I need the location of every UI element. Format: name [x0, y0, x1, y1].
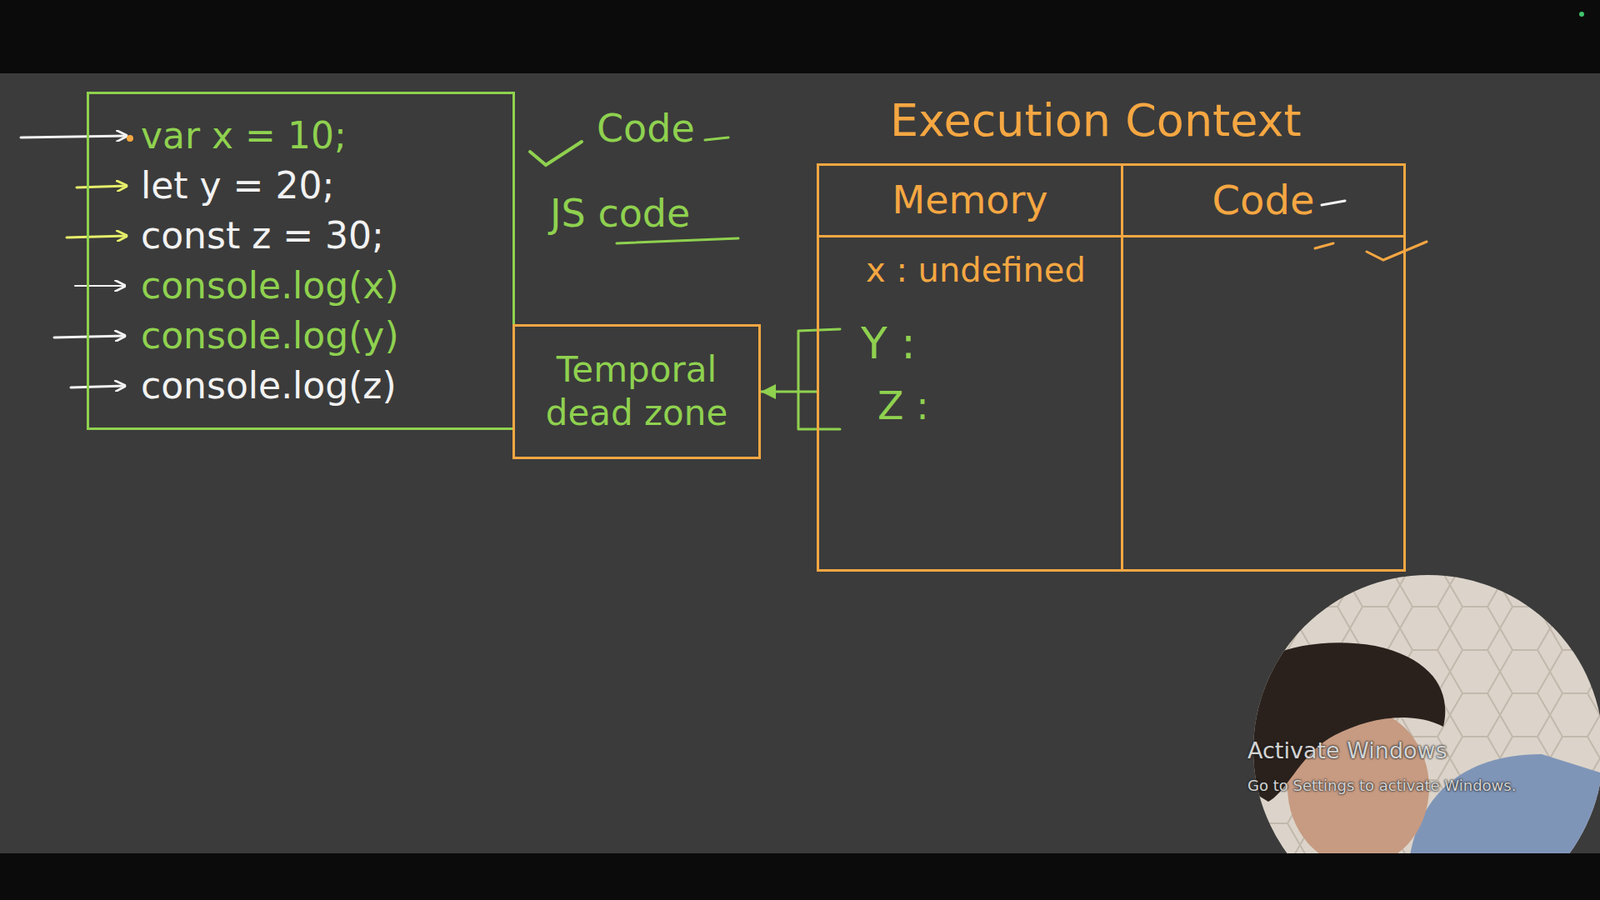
connector-arrow	[760, 390, 820, 394]
top-bar	[0, 0, 1600, 74]
code-column: Code	[1123, 165, 1404, 570]
code-line: console.log(z)	[140, 360, 480, 411]
bottom-bar	[0, 853, 1600, 900]
side-label: JS code	[550, 190, 690, 237]
code-line: let y = 20;	[140, 160, 480, 211]
column-header: Code	[1123, 165, 1404, 238]
tick-marks	[1315, 200, 1427, 260]
underline	[616, 238, 739, 244]
webcam-feed	[1208, 575, 1600, 900]
memory-entry: Y :	[860, 317, 916, 370]
status-dot	[1579, 11, 1585, 17]
check-mark	[530, 141, 582, 165]
memory-entry: Z :	[877, 382, 930, 430]
memory-column: Memory x : undefined Y : Z :	[819, 165, 1124, 570]
watermark: Go to Settings to activate Windows.	[1247, 775, 1516, 796]
code-line: console.log(x)	[140, 260, 480, 311]
memory-entry: x : undefined	[865, 249, 1086, 291]
column-header: Memory	[819, 165, 1121, 238]
code-box: var x = 10;let y = 20;const z = 30;conso…	[86, 91, 515, 430]
dash-mark	[705, 137, 729, 140]
context-heading: Execution Context	[890, 94, 1302, 148]
watermark: Activate Windows	[1247, 736, 1448, 765]
code-line: console.log(y)	[140, 310, 480, 361]
dead-zone-box: Temporal dead zone	[512, 324, 761, 460]
code-line: var x = 10;	[140, 110, 480, 161]
zone-label: Temporal dead zone	[531, 348, 742, 435]
line-pointers	[20, 135, 134, 388]
code-line: const z = 30;	[140, 210, 480, 261]
bracket	[798, 329, 840, 430]
context-table: Execution ContextMemoryx : undefinedY :Z…	[816, 163, 1406, 572]
side-label: Code	[596, 105, 695, 152]
